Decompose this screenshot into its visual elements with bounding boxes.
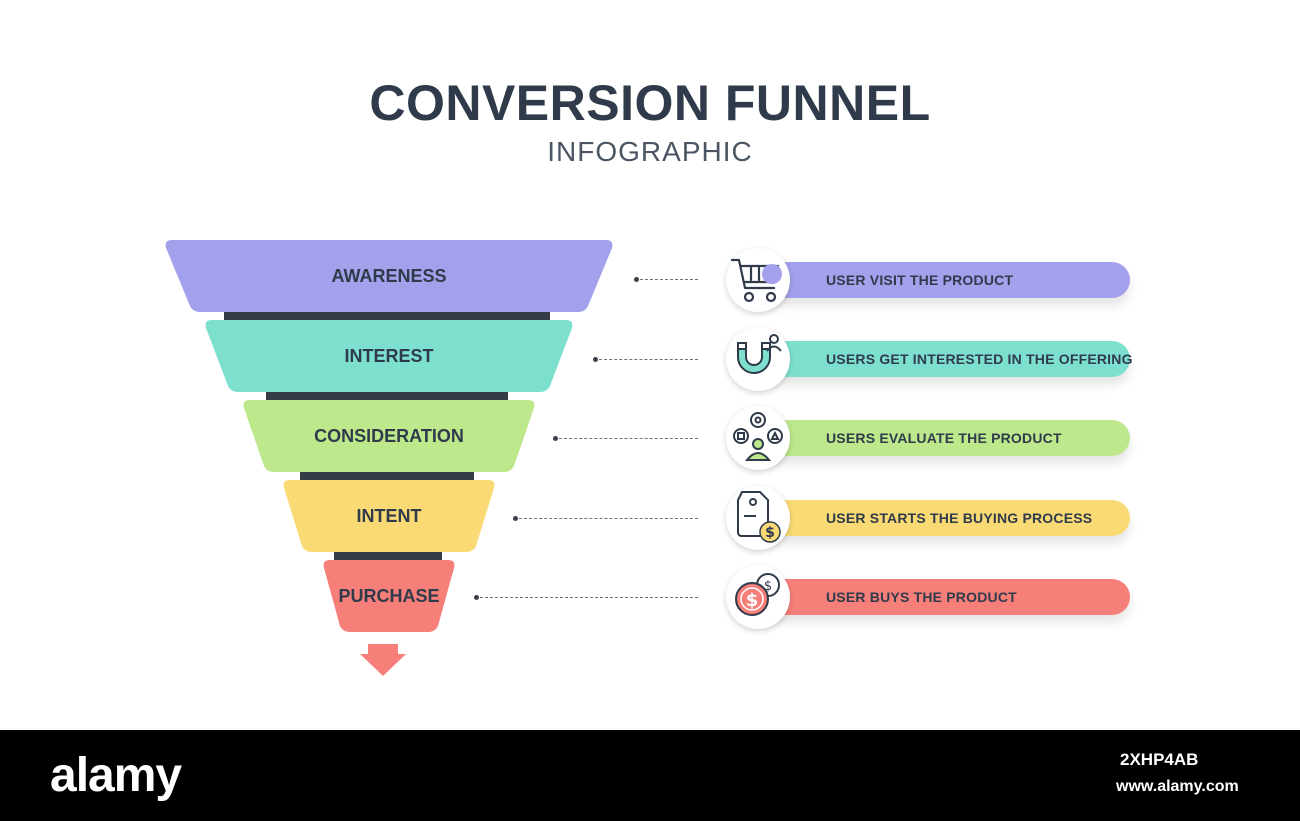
- funnel-stage-purchase: PURCHASE: [322, 560, 456, 632]
- site-url: www.alamy.com: [1116, 778, 1239, 795]
- icon-badge-interest: [726, 327, 790, 391]
- stage-description: USER VISIT THE PRODUCT: [826, 272, 1014, 288]
- connector-line: [519, 518, 698, 519]
- connector-dot: [593, 357, 598, 362]
- magnet-user-icon: [737, 334, 782, 374]
- svg-text:$: $: [764, 579, 772, 594]
- image-id: 2XHP4AB: [1120, 750, 1199, 769]
- footer-bar: alamy 2XHP4AB www.alamy.com: [0, 730, 1300, 821]
- funnel-stage-label: INTENT: [356, 506, 422, 526]
- funnel-stage-label: CONSIDERATION: [314, 426, 464, 446]
- icon-badge-awareness: [726, 248, 790, 312]
- svg-text:$: $: [746, 590, 759, 611]
- funnel-stage-shape: [165, 240, 613, 312]
- page-subtitle: INFOGRAPHIC: [547, 136, 753, 167]
- funnel-stage-label: AWARENESS: [331, 266, 447, 286]
- svg-text:$: $: [765, 525, 775, 541]
- funnel-shelf: [300, 472, 474, 480]
- connector-line: [599, 359, 698, 360]
- funnel-stage-shape: [283, 480, 495, 552]
- funnel-stage-intent: INTENT: [282, 480, 496, 552]
- funnel-stage-shape: [323, 560, 455, 632]
- stage-description: USERS EVALUATE THE PRODUCT: [826, 430, 1062, 446]
- infographic-canvas: CONVERSION FUNNEL INFOGRAPHIC AWARENESS …: [164, 75, 1133, 676]
- icon-badge-consideration: [726, 406, 790, 470]
- stage-bar-interest: [752, 341, 1130, 377]
- connector-dot: [474, 595, 479, 600]
- stage-bar-purchase: [752, 579, 1130, 615]
- stage-bar-consideration: [752, 420, 1130, 456]
- connector-line: [640, 279, 698, 280]
- stage-description: USERS GET INTERESTED IN THE OFFERING: [826, 351, 1133, 367]
- funnel-stage-label: INTEREST: [344, 346, 434, 366]
- funnel-stage-label: PURCHASE: [338, 586, 440, 606]
- connector-dot: [513, 516, 518, 521]
- connector-line: [480, 597, 698, 598]
- icon-badge-intent: $: [726, 486, 790, 550]
- connector-line: [559, 438, 698, 439]
- price-tag-icon: $: [737, 491, 781, 543]
- user-options-icon: [733, 412, 783, 461]
- stage-bar-awareness: [752, 262, 1130, 298]
- shopping-cart-icon: [730, 258, 782, 303]
- funnel-stage-awareness: AWARENESS: [164, 240, 614, 312]
- page-title: CONVERSION FUNNEL: [369, 75, 931, 131]
- stage-description: USER BUYS THE PRODUCT: [826, 589, 1017, 605]
- arrow-down-icon: [360, 644, 406, 676]
- funnel-stage-consideration: CONSIDERATION: [242, 400, 536, 472]
- icon-badge-purchase: $ $: [726, 565, 790, 629]
- funnel-stage-shape: [243, 400, 535, 472]
- funnel-stage-interest: INTEREST: [204, 320, 574, 392]
- funnel-shelf: [266, 392, 508, 400]
- brand-logo: alamy: [50, 749, 182, 802]
- stage-description: USER STARTS THE BUYING PROCESS: [826, 510, 1093, 526]
- connector-dot: [634, 277, 639, 282]
- coins-icon: $ $: [735, 573, 780, 616]
- funnel-shelf: [334, 552, 442, 560]
- stage-bar-intent: [752, 500, 1130, 536]
- connector-dot: [553, 436, 558, 441]
- funnel-stage-shape: [205, 320, 573, 392]
- funnel-shelf: [224, 312, 550, 320]
